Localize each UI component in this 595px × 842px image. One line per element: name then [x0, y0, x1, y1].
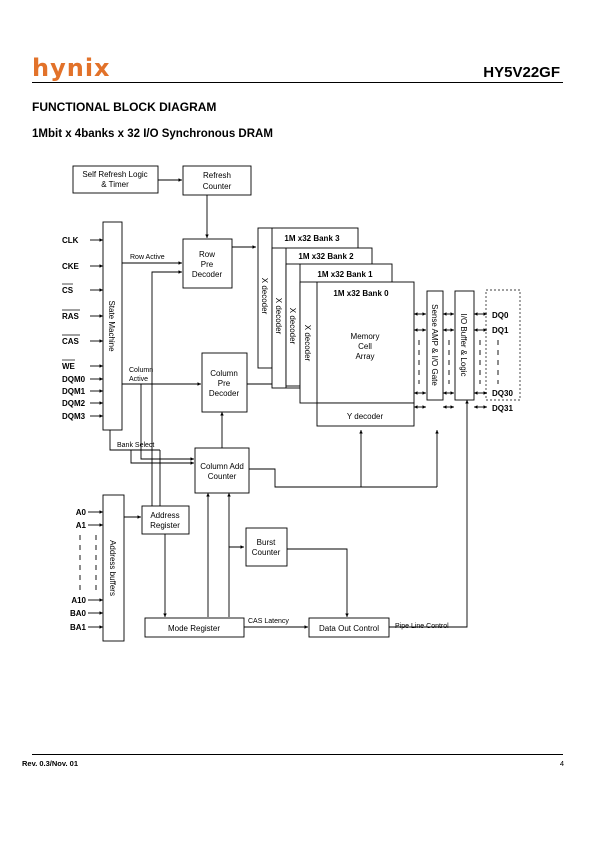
mode-register-box	[144, 617, 245, 638]
bank-select-label: Bank Select	[117, 442, 154, 449]
column-active-label-1: Column	[129, 367, 153, 374]
pin-we: WE	[62, 362, 76, 371]
burst-counter-box	[245, 527, 288, 567]
address-register-label-2: Register	[150, 521, 180, 530]
row-predecoder-label-3: Decoder	[192, 270, 223, 279]
burst-counter-label-1: Burst	[257, 538, 276, 547]
column-predecoder-label-1: Column	[210, 369, 238, 378]
pin-ba0: BA0	[70, 609, 87, 618]
refresh-counter-label-1: Refresh	[203, 171, 231, 180]
footer-rule	[32, 754, 563, 755]
pin-dq0: DQ0	[492, 311, 509, 320]
revision-label: Rev. 0.3/Nov. 01	[22, 759, 79, 768]
pin-a1: A1	[76, 521, 87, 530]
column-add-counter-box	[194, 447, 250, 494]
pin-dq31: DQ31	[492, 404, 513, 413]
diagram-subtitle: 1Mbit x 4banks x 32 I/O Synchronous DRAM	[32, 128, 273, 140]
bank1-label: 1M x32 Bank 1	[317, 270, 373, 279]
bank0-x-decoder-label: X decoder	[303, 325, 312, 362]
pin-cke: CKE	[62, 262, 80, 271]
pin-a0: A0	[76, 508, 87, 517]
address-register-label-1: Address	[150, 511, 179, 520]
sense-amp-label: Sense AMP & I/O Gate	[430, 304, 439, 386]
pin-dqm1: DQM1	[62, 387, 86, 396]
column-predecoder-label-3: Decoder	[209, 389, 240, 398]
memory-label-3: Array	[355, 352, 374, 361]
column-active-label-2: Active	[129, 376, 148, 383]
memory-label-1: Memory	[351, 332, 380, 341]
pin-dqm0: DQM0	[62, 375, 86, 384]
pin-dqm3: DQM3	[62, 412, 86, 421]
data-out-control-box	[308, 617, 390, 638]
sense-amp-box	[426, 290, 444, 401]
pin-dqm2: DQM2	[62, 399, 86, 408]
column-add-counter-label-1: Column Add	[200, 462, 244, 471]
io-buffer-box	[454, 290, 475, 401]
part-number: HY5V22GF	[483, 64, 560, 81]
dq-pin-group	[485, 289, 521, 401]
pin-ras: RAS	[62, 312, 80, 321]
hynix-logo: hynix	[32, 54, 111, 82]
row-active-label: Row Active	[130, 254, 165, 261]
pipe-line-control-label: Pipe Line Control	[395, 623, 449, 630]
bank2-x-decoder-label: X decoder	[274, 298, 283, 335]
refresh-counter-box	[182, 165, 252, 196]
bank0-box	[299, 281, 415, 404]
pin-ba1: BA1	[70, 623, 87, 632]
bank3-x-decoder-label: X decoder	[260, 278, 269, 315]
pin-dq1: DQ1	[492, 326, 509, 335]
self-refresh-label-1: Self Refresh Logic	[82, 170, 147, 179]
row-predecoder-box	[182, 238, 233, 289]
pin-clk: CLK	[62, 236, 79, 245]
y-decoder-label: Y decoder	[347, 412, 384, 421]
column-predecoder-label-2: Pre	[218, 379, 231, 388]
column-add-counter-label-2: Counter	[208, 472, 237, 481]
address-register-box	[141, 505, 190, 535]
page-number: 4	[559, 759, 564, 768]
page-title: FUNCTIONAL BLOCK DIAGRAM	[32, 100, 217, 114]
io-buffer-label: I/O Buffer & Logic	[459, 314, 468, 377]
row-predecoder-label-1: Row	[199, 250, 215, 259]
bank1-x-decoder-label: X decoder	[288, 308, 297, 345]
data-out-control-label: Data Out Control	[319, 624, 379, 633]
memory-label-2: Cell	[358, 342, 372, 351]
state-machine-box	[102, 221, 123, 431]
cas-latency-label: CAS Latency	[248, 618, 289, 625]
pin-cas: CAS	[62, 337, 80, 346]
refresh-counter-label-2: Counter	[203, 182, 232, 191]
mode-register-label: Mode Register	[168, 624, 220, 633]
pin-cs: CS	[62, 286, 74, 295]
pin-dq30: DQ30	[492, 389, 513, 398]
address-buffers-label: Address buffers	[108, 540, 117, 596]
self-refresh-logic-box	[72, 165, 159, 194]
header-rule	[32, 82, 563, 83]
address-buffers-box	[102, 494, 125, 642]
row-predecoder-label-2: Pre	[201, 260, 214, 269]
bank0-label: 1M x32 Bank 0	[333, 289, 389, 298]
state-machine-label: State Machine	[107, 300, 116, 352]
burst-counter-label-2: Counter	[252, 548, 281, 557]
y-decoder-box	[316, 402, 415, 427]
self-refresh-label-2: & Timer	[101, 180, 129, 189]
bank3-label: 1M x32 Bank 3	[284, 234, 340, 243]
bank2-label: 1M x32 Bank 2	[298, 252, 354, 261]
column-predecoder-box	[201, 352, 248, 413]
pin-a10: A10	[71, 596, 86, 605]
